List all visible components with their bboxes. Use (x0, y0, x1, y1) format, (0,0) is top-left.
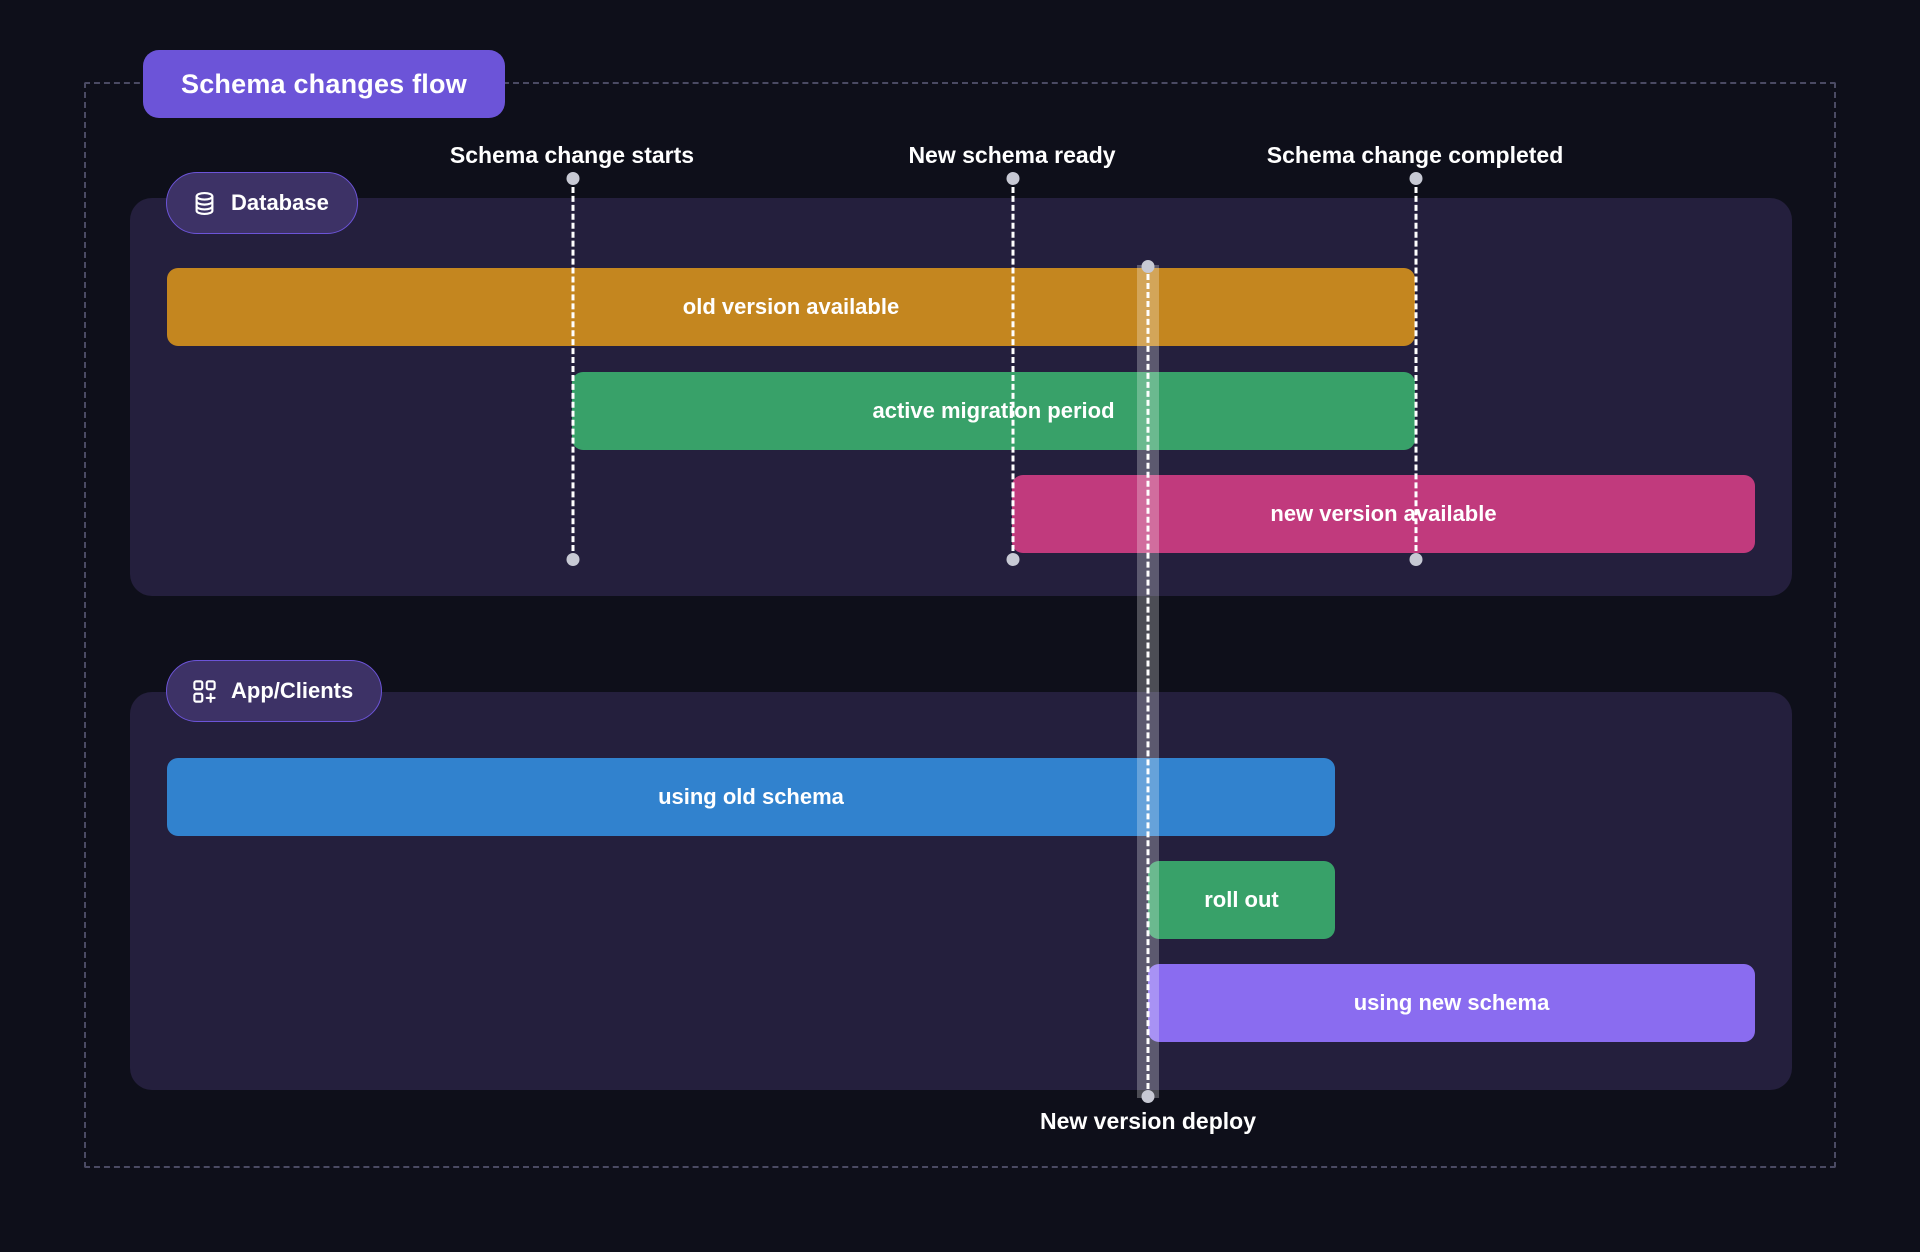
marker-label-schema-change-completed: Schema change completed (1266, 142, 1564, 168)
lane-badge-apps[interactable]: App/Clients (166, 660, 383, 722)
bar-label: roll out (1204, 887, 1279, 912)
lane-badge-label: App/Clients (231, 678, 354, 703)
bar-active-migration-period[interactable]: active migration period (572, 372, 1415, 450)
outer-dashed-frame (84, 82, 1836, 1168)
marker-label-new-schema-ready: New schema ready (908, 142, 1116, 168)
database-icon (191, 190, 218, 217)
bar-label: using new schema (1353, 990, 1550, 1015)
bar-old-version-available[interactable]: old version available (167, 268, 1415, 346)
bar-using-old-schema[interactable]: using old schema (167, 758, 1335, 836)
bar-label: using old schema (658, 784, 844, 809)
apps-add-icon (191, 678, 218, 705)
diagram-title: Schema changes flow (143, 50, 505, 118)
bar-label: old version available (682, 294, 900, 319)
lane-badge-label: Database (231, 190, 329, 215)
lane-badge-database[interactable]: Database (166, 172, 358, 234)
bar-new-version-available[interactable]: new version available (1012, 475, 1755, 553)
bar-roll-out[interactable]: roll out (1148, 861, 1335, 939)
marker-label-schema-change-starts: Schema change starts (449, 142, 695, 168)
marker-label-new-version-deploy: New version deploy (1039, 1108, 1257, 1134)
bar-using-new-schema[interactable]: using new schema (1148, 964, 1755, 1042)
bar-label: new version available (1270, 501, 1497, 526)
bar-label: active migration period (872, 398, 1115, 423)
